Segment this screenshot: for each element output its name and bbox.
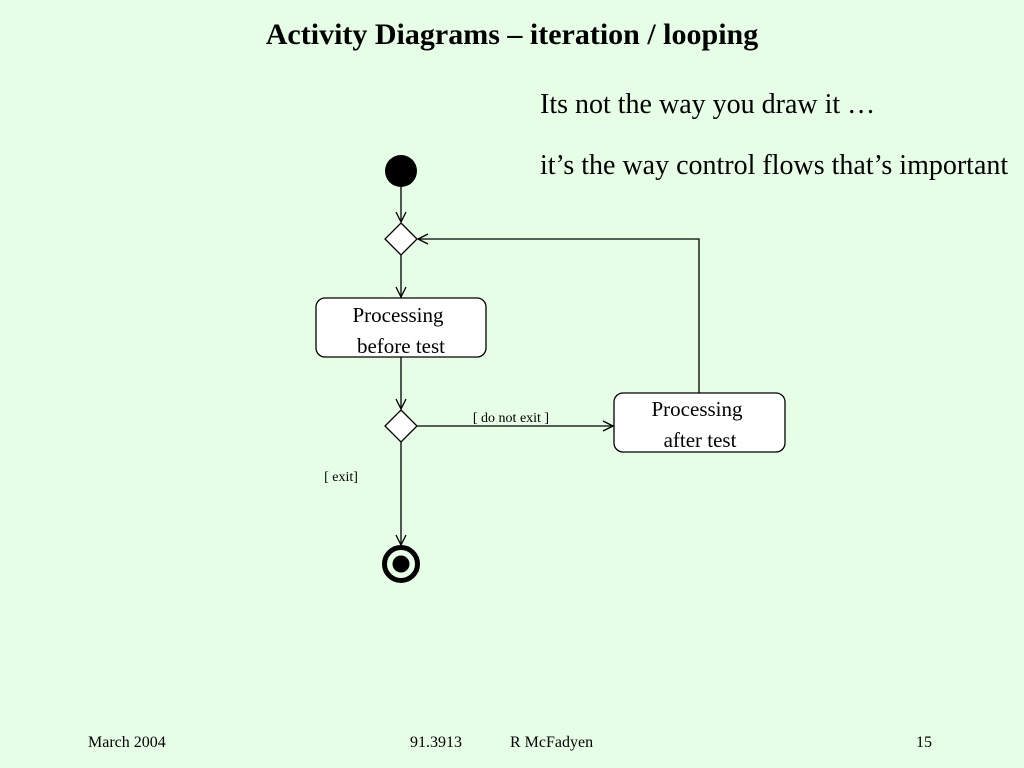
- footer-page-number: 15: [916, 734, 932, 751]
- slide-title: Activity Diagrams – iteration / looping: [265, 18, 759, 51]
- decision-node: [384, 409, 418, 443]
- initial-node: [385, 155, 417, 187]
- final-node: [382, 545, 420, 583]
- footer-author: R McFadyen: [510, 734, 594, 751]
- footer-date: March 2004: [88, 734, 166, 751]
- bullet-point-1: Its not the way you draw it …: [540, 89, 876, 120]
- activity-before-label-line1: Processing: [353, 303, 444, 327]
- activity-after-label-line2: after test: [664, 428, 737, 452]
- flow-loop-back-to-merge: [418, 239, 700, 393]
- guard-exit: [ exit]: [324, 470, 358, 485]
- footer-course-code: 91.3913: [410, 734, 462, 751]
- merge-node: [384, 222, 418, 256]
- activity-after-label-line1: Processing: [652, 397, 743, 421]
- bullet-point-2: it’s the way control flows that’s import…: [540, 150, 1009, 181]
- activity-before-label-line2: before test: [357, 334, 445, 358]
- guard-do-not-exit: [ do not exit ]: [473, 411, 549, 426]
